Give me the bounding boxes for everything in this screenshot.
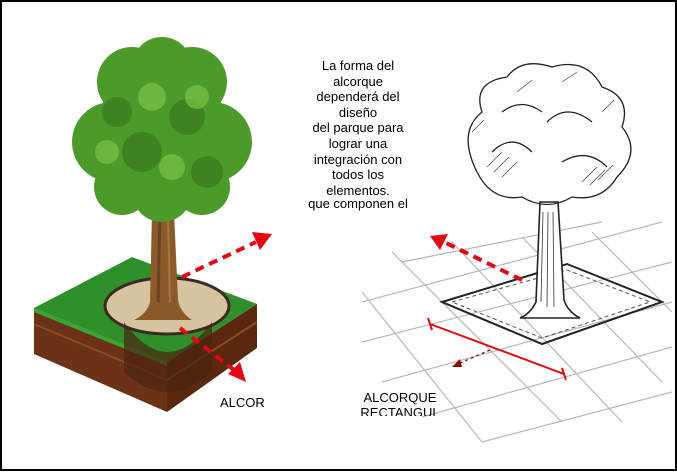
small-dashed-arrow <box>452 349 491 367</box>
arrow-left-up <box>181 240 257 279</box>
dimension-line <box>427 317 567 381</box>
arrow-head-2 <box>228 362 246 382</box>
label-alcorque-circular: ALCOR <box>220 395 265 410</box>
arrow-head-3 <box>430 234 448 250</box>
description-line: diseño <box>338 104 378 120</box>
description-line: del parque para <box>312 120 404 136</box>
square-pit <box>439 262 665 346</box>
description-line: todos los <box>331 167 385 183</box>
label-right-line2: RECTANGUL <box>360 405 440 416</box>
sketch-hatching <box>471 71 615 186</box>
sketch-trunk <box>519 201 581 319</box>
description-text: La forma del alcorque dependerá del dise… <box>284 58 432 244</box>
description-line: que componen el <box>308 196 408 212</box>
description-line: elementos. <box>326 182 390 198</box>
sketch-canopy <box>467 63 632 206</box>
tree-trunk <box>134 212 192 320</box>
description-line: integración con <box>313 151 403 167</box>
label-alcorque-rectangular: ALCORQUE RECTANGUL <box>340 390 460 416</box>
arrow-right <box>443 240 523 282</box>
label-right-line1: ALCORQUE <box>363 390 437 405</box>
description-line: lograr una <box>328 135 388 151</box>
paving-grid <box>361 221 673 443</box>
description-line: alcorque <box>333 73 383 89</box>
description-line: dependerá del <box>316 89 400 105</box>
arrow-head-1 <box>252 232 272 250</box>
soil-left-face <box>34 308 167 412</box>
arrow-left-down <box>178 326 236 372</box>
description-line: La forma del <box>321 58 395 73</box>
